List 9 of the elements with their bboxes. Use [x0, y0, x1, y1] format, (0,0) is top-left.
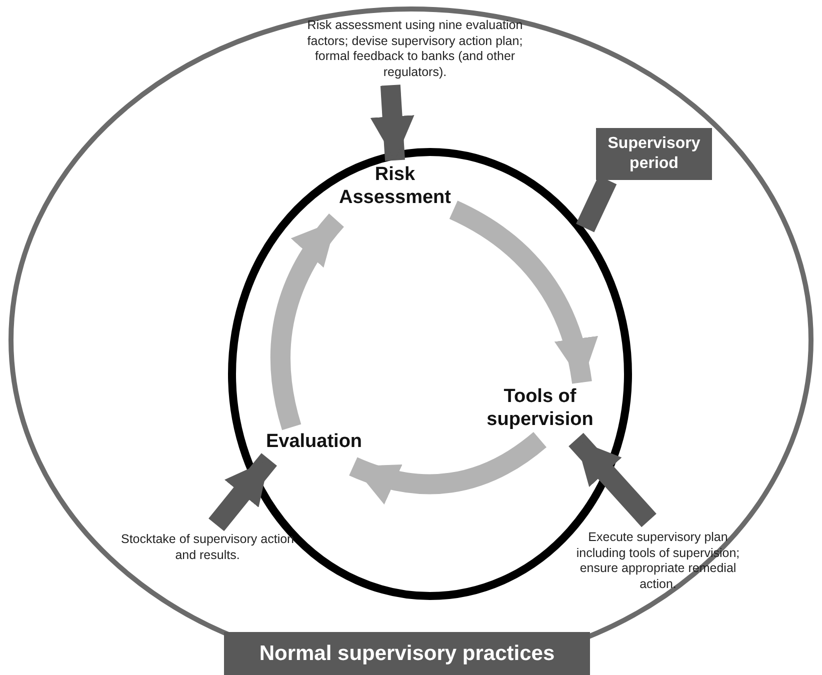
title-band: Normal supervisory practices — [224, 632, 590, 675]
stage-label: Tools of supervision — [486, 385, 594, 431]
arrow — [349, 432, 546, 504]
arrow — [208, 453, 277, 532]
callout-box: Supervisory period — [596, 128, 712, 180]
stage-label: Evaluation — [264, 430, 364, 453]
note-text: Risk assessment using nine evaluation factors; devise supervisory action plan; formal feedback to banks (and other regulators). — [306, 18, 524, 80]
stage-label: Risk Assessment — [338, 163, 452, 209]
arrow — [449, 200, 596, 384]
